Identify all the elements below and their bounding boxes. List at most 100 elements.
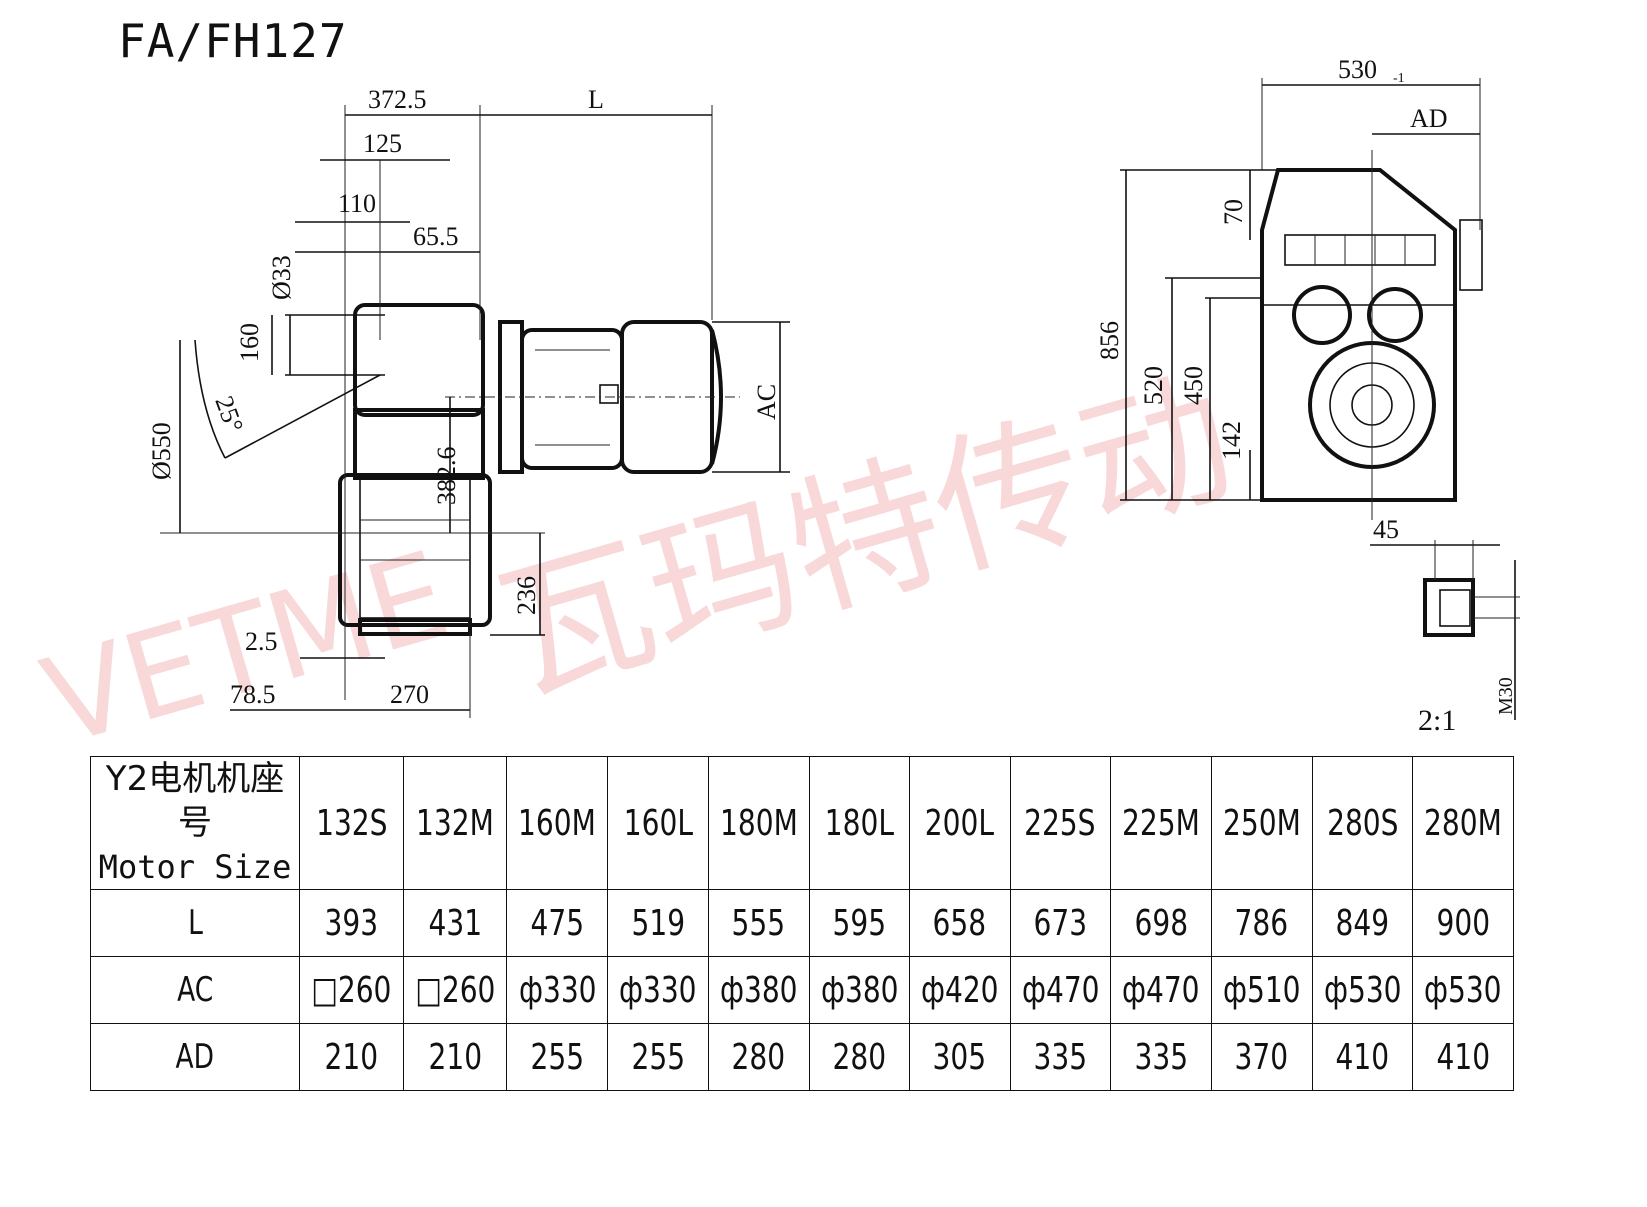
size-cell: 132M <box>402 756 508 890</box>
dim-78-5: 78.5 <box>230 680 276 709</box>
motor-size-table: Y2电机机座号 Motor Size 132S 132M 160M 160L 1… <box>90 756 1514 1091</box>
value-cell: □260 <box>402 956 508 1024</box>
value-cell: 849 <box>1311 889 1414 957</box>
intermediate-shaft-circle <box>1367 287 1423 343</box>
value-cell: ф470 <box>1009 956 1112 1024</box>
dim-520: 520 <box>1139 366 1168 405</box>
angle-arc <box>194 339 226 459</box>
front-view: 530 -1 AD 856 520 450 70 142 45 M30 <box>1095 55 1520 720</box>
technical-drawing: VETME 瓦玛特传动 372.5 L 125 110 <box>30 55 1520 760</box>
value-cell: 210 <box>299 1023 404 1091</box>
dim-125: 125 <box>363 129 402 158</box>
drawing-title: FA/FH127 <box>118 14 348 68</box>
front-ribs <box>1284 234 1436 266</box>
dim-M30: M30 <box>1495 677 1517 715</box>
dim-L: L <box>588 85 604 114</box>
side-cover <box>1459 219 1483 291</box>
dim-160: 160 <box>235 323 264 362</box>
housing-foot <box>358 618 472 636</box>
value-cell: ф470 <box>1110 956 1212 1024</box>
value-cell: ф530 <box>1311 956 1414 1024</box>
dim-236: 236 <box>512 576 541 615</box>
size-cell: 180L <box>808 756 911 890</box>
value-cell: 255 <box>607 1023 709 1091</box>
dim-45: 45 <box>1373 515 1399 544</box>
value-cell: ф510 <box>1210 956 1313 1024</box>
value-cell: ф330 <box>506 956 609 1024</box>
value-cell: 410 <box>1311 1023 1414 1091</box>
housing-lower <box>338 473 492 627</box>
dim-530: 530 <box>1338 55 1377 84</box>
table-row-AD: AD 210 210 255 255 280 280 305 335 335 3… <box>90 1023 1514 1091</box>
row-label: L <box>90 889 300 957</box>
value-cell: 210 <box>402 1023 508 1091</box>
dim-270: 270 <box>390 680 429 709</box>
value-cell: 786 <box>1210 889 1313 957</box>
value-cell: ф380 <box>707 956 810 1024</box>
value-cell: 431 <box>402 889 508 957</box>
size-cell: 250M <box>1210 756 1313 890</box>
dim-142: 142 <box>1217 421 1246 460</box>
value-cell: 658 <box>909 889 1011 957</box>
value-cell: 255 <box>506 1023 609 1091</box>
value-cell: 370 <box>1210 1023 1313 1091</box>
dim-2-5: 2.5 <box>245 627 278 656</box>
row-label: AD <box>90 1023 300 1091</box>
value-cell: ф330 <box>607 956 709 1024</box>
value-cell: 698 <box>1110 889 1212 957</box>
watermark-cn: 瓦玛特传动 <box>482 351 1251 725</box>
detail-scale: 2:1 <box>1418 704 1457 737</box>
size-cell: 160M <box>506 756 609 890</box>
dim-110: 110 <box>338 189 376 218</box>
value-cell: 335 <box>1110 1023 1212 1091</box>
header-label-cell: Y2电机机座号 Motor Size <box>90 756 300 890</box>
value-cell: 595 <box>808 889 911 957</box>
dim-AD: AD <box>1410 104 1448 133</box>
dim-25deg: 25° <box>209 392 249 436</box>
motor-body-front <box>520 328 624 470</box>
size-cell: 132S <box>299 756 404 890</box>
size-cell: 280M <box>1412 756 1514 890</box>
value-cell: 335 <box>1009 1023 1112 1091</box>
size-cell: 280S <box>1311 756 1414 890</box>
key-detail <box>1423 578 1475 637</box>
dim-382-6: 382.6 <box>432 447 461 506</box>
dim-65-5: 65.5 <box>413 222 459 251</box>
value-cell: 410 <box>1412 1023 1514 1091</box>
front-housing-outline <box>1260 168 1457 502</box>
dim-450: 450 <box>1179 366 1208 405</box>
value-cell: 280 <box>808 1023 911 1091</box>
housing-upper <box>353 303 485 417</box>
size-cell: 200L <box>909 756 1011 890</box>
input-shaft-circle <box>1292 285 1352 345</box>
value-cell: □260 <box>299 956 404 1024</box>
size-cell: 225S <box>1009 756 1112 890</box>
value-cell: 475 <box>506 889 609 957</box>
dim-856: 856 <box>1095 321 1124 360</box>
table-header-row: Y2电机机座号 Motor Size 132S 132M 160M 160L 1… <box>90 756 1514 890</box>
housing-mid <box>353 408 485 480</box>
table-row-L: L 393 431 475 519 555 595 658 673 698 78… <box>90 889 1514 957</box>
value-cell: 519 <box>607 889 709 957</box>
table-row-AC: AC □260 □260 ф330 ф330 ф380 ф380 ф420 ф4… <box>90 956 1514 1024</box>
size-cell: 160L <box>607 756 709 890</box>
dim-d550: Ø550 <box>147 422 176 480</box>
value-cell: ф420 <box>909 956 1011 1024</box>
side-view: 372.5 L 125 110 65.5 Ø33 160 25° Ø550 38… <box>147 85 790 718</box>
value-cell: 673 <box>1009 889 1112 957</box>
dim-372-5: 372.5 <box>368 85 427 114</box>
value-cell: 900 <box>1412 889 1514 957</box>
value-cell: 305 <box>909 1023 1011 1091</box>
value-cell: 555 <box>707 889 810 957</box>
header-label-en: Motor Size <box>98 848 292 886</box>
dim-530-tolerance: -1 <box>1393 71 1405 86</box>
size-cell: 180M <box>707 756 810 890</box>
size-cell: 225M <box>1110 756 1212 890</box>
dim-d33: Ø33 <box>267 255 296 300</box>
value-cell: 280 <box>707 1023 810 1091</box>
terminal-box <box>599 384 619 404</box>
row-label: AC <box>90 956 300 1024</box>
watermark: VETME 瓦玛特传动 <box>30 351 1251 760</box>
value-cell: ф530 <box>1412 956 1514 1024</box>
header-label-cn: Y2电机机座号 <box>105 759 285 843</box>
